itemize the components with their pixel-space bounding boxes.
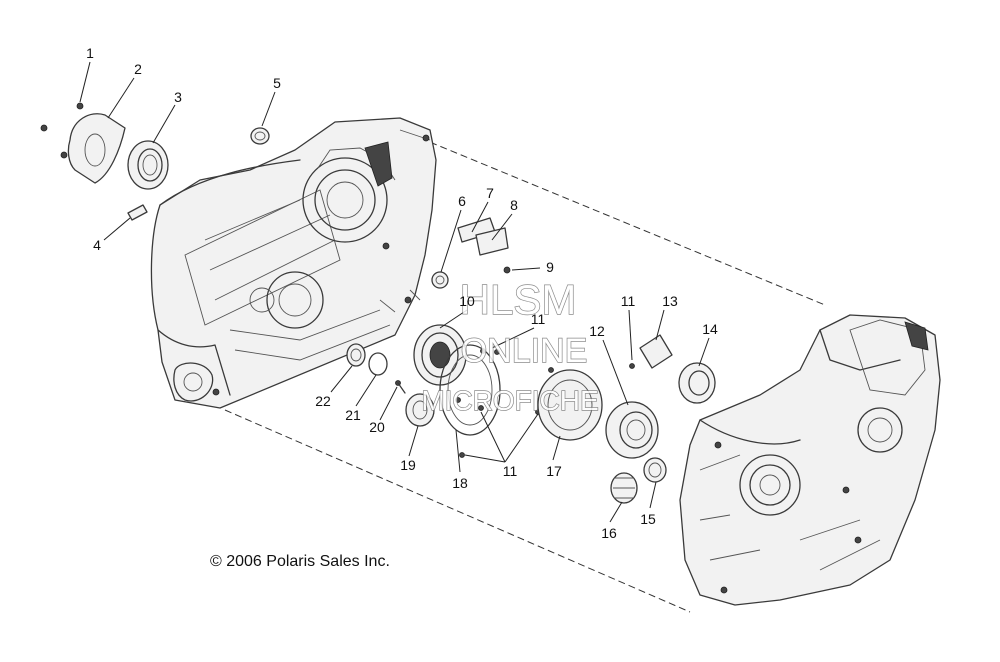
callout-15: 15 [640,511,656,527]
callout-18: 18 [452,475,468,491]
callout-9: 9 [546,259,554,275]
part-22-seal [346,343,366,367]
part-4-dowel-pin [127,204,148,221]
part-20-screw [395,380,406,394]
part-6-seal [431,271,449,289]
part-10-bearing-assembly [413,324,467,386]
copyright-notice: © 2006 Polaris Sales Inc. [210,553,390,570]
callout-3: 3 [174,89,182,105]
part-5-seal [250,127,270,145]
part-17-retainer-plate [537,369,603,441]
part-14-bearing [678,362,716,404]
callout-11-right: 11 [621,293,636,309]
callout-7: 7 [486,185,494,201]
watermark-line-3: MICROFICHE [421,385,598,416]
callout-10: 10 [459,293,475,309]
part-19-spacer [405,393,435,427]
part-3-bearing [127,140,169,190]
watermark: HLSM ONLINE MICROFICHE [421,275,600,416]
right-crankcase-half [679,314,941,606]
part-2-plate [67,113,126,184]
callout-17: 17 [546,463,562,479]
callout-13: 13 [662,293,678,309]
callout-14: 14 [702,321,718,337]
callout-20: 20 [369,419,385,435]
watermark-line-1: HLSM [460,276,577,323]
watermark-line-2: ONLINE [461,332,588,370]
callout-2: 2 [134,61,142,77]
callout-19: 19 [400,457,416,473]
callout-22: 22 [315,393,331,409]
assembly-guide-lines [224,137,826,613]
leader-lines [79,61,710,523]
part-21-snap-ring [368,352,388,376]
part-1-screws [40,102,84,159]
callout-16: 16 [601,525,617,541]
part-18-retainer-ring [439,344,501,436]
callout-1: 1 [86,45,94,61]
part-12-bearing [605,401,659,459]
callout-labels: 1 2 3 4 5 6 7 8 9 10 11 11 11 12 13 14 1… [86,45,718,541]
callout-4: 4 [93,237,101,253]
callout-11-lower: 11 [503,463,518,479]
part-13-plate [639,334,673,369]
callout-11-upper: 11 [531,311,546,327]
callout-8: 8 [510,197,518,213]
left-crankcase-half [150,117,437,409]
part-15-seal [643,457,667,483]
callout-6: 6 [458,193,466,209]
callout-12: 12 [589,323,605,339]
callout-5: 5 [273,75,281,91]
part-8-bracket [475,227,509,256]
part-9-screw [503,266,511,274]
part-16-needle-bearing [610,472,638,504]
callout-21: 21 [345,407,361,423]
